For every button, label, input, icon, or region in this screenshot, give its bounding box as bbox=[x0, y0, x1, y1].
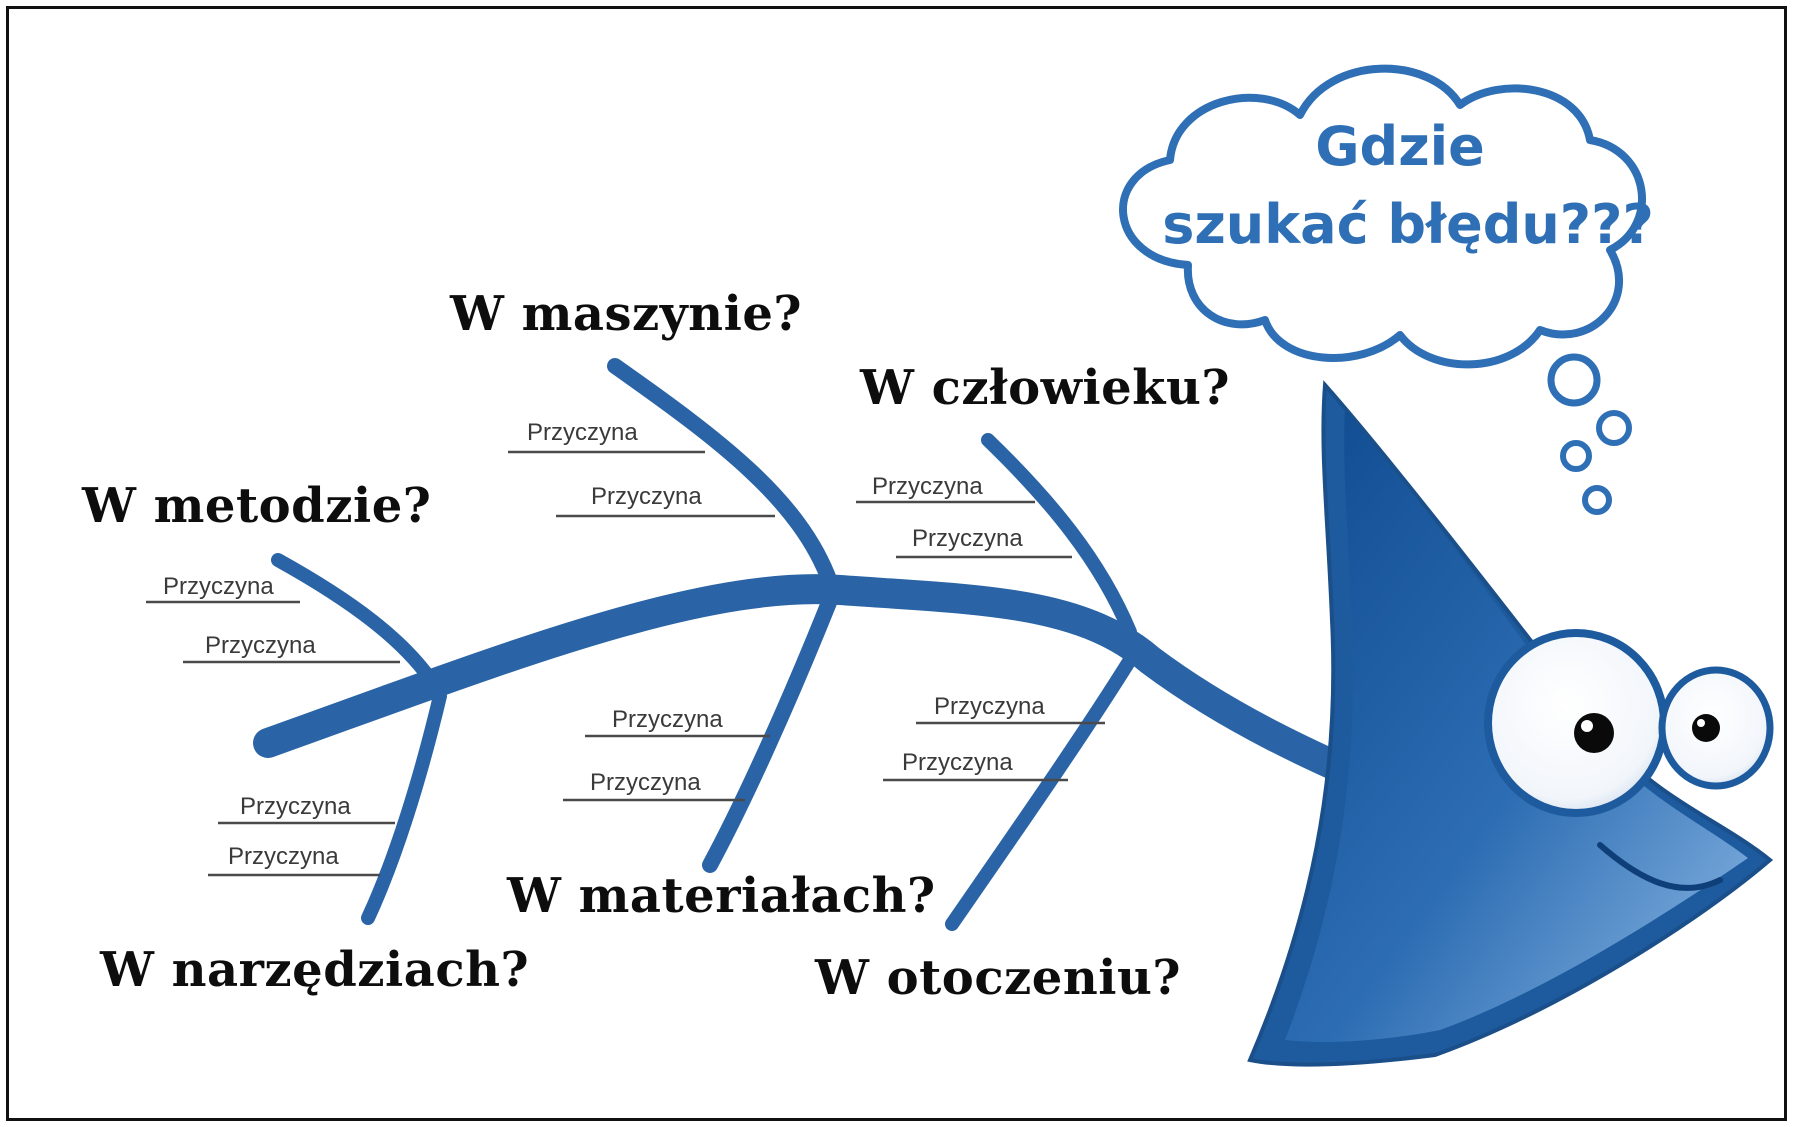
cause-label-materialy-2: Przyczyna bbox=[590, 769, 701, 796]
cause-label-materialy-1: Przyczyna bbox=[612, 706, 723, 733]
cloud-text-line1: Gdzie bbox=[1315, 115, 1485, 178]
category-label-metoda: W metodzie? bbox=[81, 478, 431, 534]
thought-bubbles bbox=[1547, 353, 1632, 515]
category-label-narzedzia: W narzędziach? bbox=[99, 942, 529, 998]
bone-narzedzia bbox=[361, 689, 447, 925]
bone-czlowiek bbox=[981, 433, 1137, 639]
category-label-czlowiek: W człowieku? bbox=[859, 360, 1230, 416]
cause-label-metoda-1: Przyczyna bbox=[163, 573, 274, 600]
bone-materialy bbox=[702, 592, 838, 873]
fish-spine bbox=[253, 574, 1405, 805]
cloud-text-line2: szukać błędu??? bbox=[1162, 193, 1654, 256]
cause-label-czlowiek-2: Przyczyna bbox=[912, 525, 1023, 552]
category-label-otoczenie: W otoczeniu? bbox=[814, 950, 1181, 1006]
cause-label-maszyna-1: Przyczyna bbox=[527, 419, 638, 446]
bone-metoda bbox=[271, 553, 442, 693]
cause-label-narzedzia-1: Przyczyna bbox=[240, 793, 351, 820]
fish-head-icon bbox=[1247, 380, 1774, 1067]
thought-cloud-icon bbox=[1119, 64, 1647, 369]
bone-otoczenie bbox=[945, 653, 1137, 931]
category-label-materialy: W materiałach? bbox=[506, 868, 936, 924]
category-label-maszyna: W maszynie? bbox=[449, 286, 802, 342]
bone-maszyna bbox=[607, 358, 838, 590]
cause-label-otoczenie-1: Przyczyna bbox=[934, 693, 1045, 720]
cause-label-czlowiek-1: Przyczyna bbox=[872, 473, 983, 500]
cause-label-metoda-2: Przyczyna bbox=[205, 632, 316, 659]
cause-label-narzedzia-2: Przyczyna bbox=[228, 843, 339, 870]
cause-label-otoczenie-2: Przyczyna bbox=[902, 749, 1013, 776]
cause-label-maszyna-2: Przyczyna bbox=[591, 483, 702, 510]
